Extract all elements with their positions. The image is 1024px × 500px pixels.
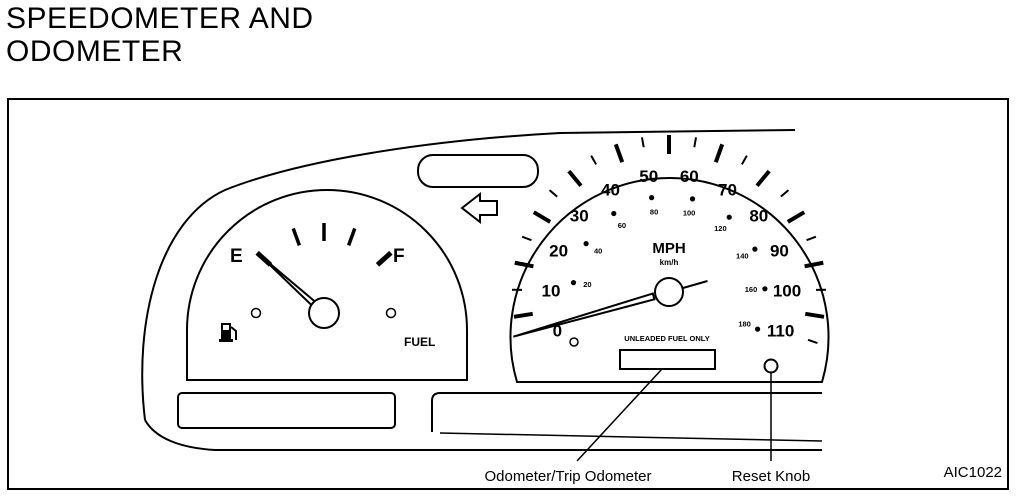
kmh-dot <box>726 214 732 220</box>
lower-right-panel <box>431 392 822 432</box>
mph-minor-tick <box>514 260 534 269</box>
mph-major-tick <box>693 137 698 148</box>
kmh-dot <box>570 280 577 286</box>
mph-minor-tick <box>513 311 534 319</box>
kmh-tick-label: 40 <box>594 247 602 256</box>
title-line-2: ODOMETER <box>6 35 184 68</box>
fuel-tick <box>291 227 302 246</box>
mph-minor-tick <box>713 143 725 163</box>
fuel-gauge-face <box>186 189 468 381</box>
mph-tick-label: 50 <box>639 167 658 186</box>
mph-major-tick <box>780 189 790 198</box>
kmh-dot <box>762 286 768 292</box>
fuel-indicator-dot-right <box>385 307 397 319</box>
odometer-leader-line <box>576 368 663 462</box>
mph-major-tick <box>807 338 818 345</box>
mph-tick-label: 0 <box>553 321 562 340</box>
kmh-tick-label: 120 <box>714 224 727 233</box>
page-title: SPEEDOMETER AND ODOMETER <box>6 2 314 68</box>
fuel-label: FUEL <box>404 335 435 349</box>
mph-minor-tick <box>804 311 825 319</box>
mph-tick-label: 110 <box>767 321 794 340</box>
mph-major-tick <box>590 155 597 165</box>
speedometer-needle-hub <box>654 277 684 307</box>
mph-major-tick <box>521 235 532 242</box>
kmh-label: km/h <box>660 258 679 267</box>
cluster-bottom-edge <box>144 419 822 451</box>
fuel-tick <box>346 227 357 246</box>
mph-minor-tick <box>532 210 552 224</box>
mph-tick-label: 80 <box>749 206 768 225</box>
reset-knob-callout: Reset Knob <box>732 468 810 485</box>
fuel-indicator-dot-left <box>250 307 262 319</box>
fuel-tick <box>375 250 393 267</box>
cluster-inner-line <box>439 432 823 442</box>
kmh-tick-label: 60 <box>618 221 626 230</box>
fuel-full-label: F <box>393 246 405 267</box>
mph-minor-tick <box>755 169 771 188</box>
mph-tick-label: 40 <box>601 181 620 200</box>
mph-major-tick <box>741 155 748 165</box>
odometer-callout: Odometer/Trip Odometer <box>485 468 652 485</box>
mph-minor-tick <box>804 260 824 269</box>
fuel-empty-label: E <box>230 246 243 267</box>
kmh-tick-label: 140 <box>736 251 749 260</box>
kmh-tick-labels: 20 40 60 80 100 120 140 160 180 <box>583 207 757 328</box>
mph-major-tick <box>548 189 558 198</box>
mph-tick-label: 20 <box>549 241 568 260</box>
kmh-tick-label: 100 <box>683 209 696 218</box>
mph-tick-label: 70 <box>718 181 737 200</box>
kmh-tick-label: 160 <box>745 285 758 294</box>
cluster-outline <box>141 129 796 421</box>
kmh-tick-label: 80 <box>650 207 658 216</box>
speedometer-small-lamp <box>569 337 579 347</box>
kmh-dot <box>583 241 589 247</box>
fuel-pump-icon <box>219 323 237 342</box>
reset-knob <box>763 358 779 374</box>
kmh-dot <box>755 326 761 332</box>
mph-minor-tick <box>567 169 583 188</box>
warning-light-window <box>417 154 539 188</box>
kmh-dots <box>570 195 768 332</box>
mph-minor-tick <box>786 210 806 224</box>
mph-tick-label: 30 <box>570 206 589 225</box>
kmh-tick-label: 180 <box>738 320 751 329</box>
figure-frame <box>7 98 1009 490</box>
kmh-dot <box>752 246 758 252</box>
mph-ticks <box>512 135 826 345</box>
kmh-tick-label: 20 <box>583 280 591 289</box>
mph-tick-label: 90 <box>770 241 789 260</box>
mph-minor-tick <box>613 143 625 163</box>
figure-code: AIC1022 <box>944 464 1002 481</box>
odometer-display <box>619 349 716 370</box>
mph-tick-label: 60 <box>680 167 699 186</box>
left-arrow-icon <box>460 191 498 225</box>
title-line-1: SPEEDOMETER AND <box>6 2 314 35</box>
kmh-dot <box>611 210 617 217</box>
mph-major-tick <box>640 137 645 148</box>
mph-tick-label: 10 <box>542 281 561 300</box>
speedometer-needle <box>513 292 656 338</box>
kmh-dot <box>689 196 696 202</box>
mph-tick-label: 100 <box>773 281 801 300</box>
fuel-gauge: E F FUEL <box>186 189 468 381</box>
mph-label: MPH <box>652 240 685 257</box>
unleaded-fuel-notice: UNLEADED FUEL ONLY <box>624 334 709 343</box>
lower-left-panel <box>177 392 396 429</box>
kmh-dot <box>649 195 655 201</box>
mph-major-tick <box>806 235 817 242</box>
fuel-needle-hub <box>308 297 340 329</box>
